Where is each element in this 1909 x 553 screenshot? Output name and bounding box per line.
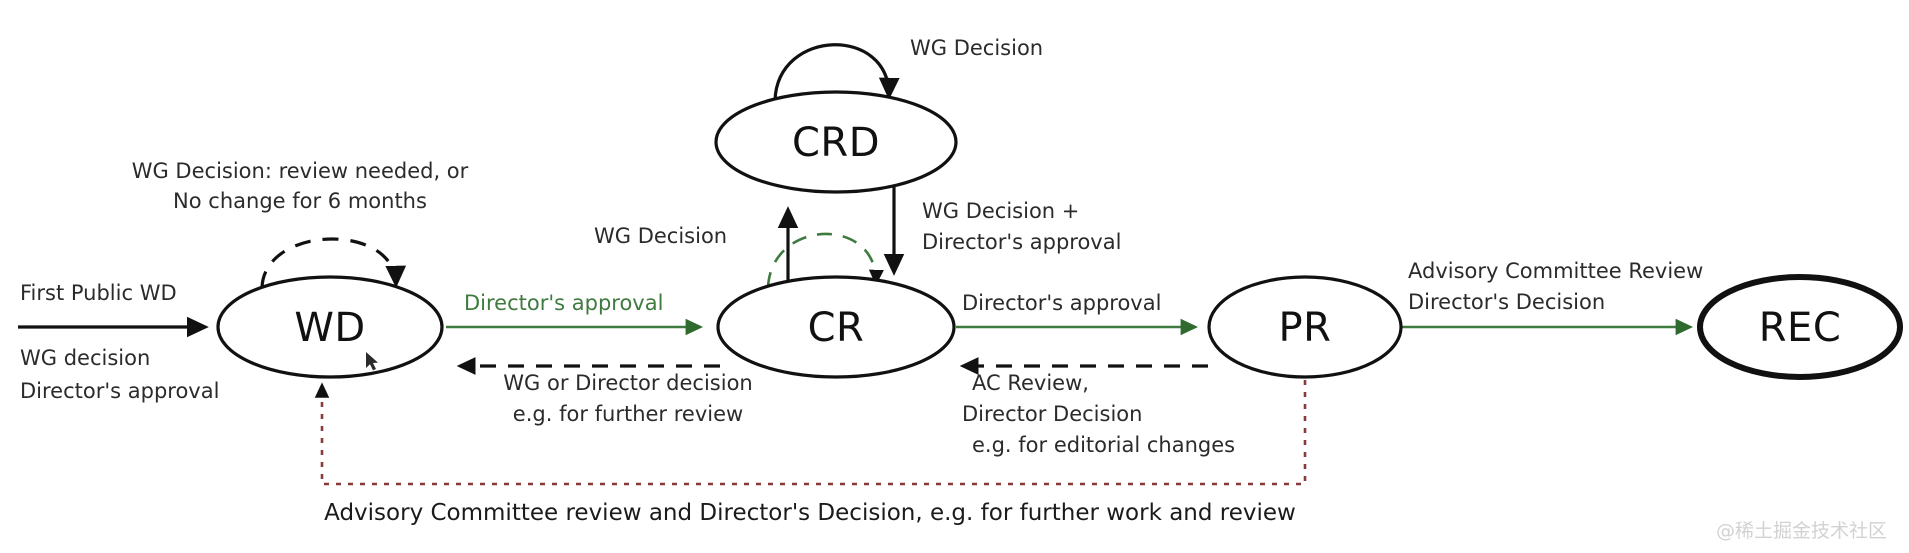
node-cr-label: CR xyxy=(808,305,865,351)
watermark: @稀土掘金技术社区 xyxy=(1715,520,1887,542)
node-wd-label: WD xyxy=(294,305,365,351)
label-cr-to-crd: WG Decision xyxy=(594,224,727,248)
node-crd[interactable]: CRD xyxy=(714,90,958,194)
edge-bottom-return-to-wd xyxy=(314,380,1307,486)
label-cr-to-wd-line1: WG or Director decision xyxy=(503,371,752,395)
label-wd-loop-line1: WG Decision: review needed, or xyxy=(132,159,469,183)
label-bottom-return: Advisory Committee review and Director's… xyxy=(324,500,1296,526)
label-entry-directors-approval: Director's approval xyxy=(20,379,219,403)
label-pr-to-cr-line2: Director Decision xyxy=(962,402,1142,426)
label-crd-to-cr-line1: WG Decision + xyxy=(922,199,1079,223)
label-entry-top: First Public WD xyxy=(20,281,177,305)
label-pr-to-cr-line3: e.g. for editorial changes xyxy=(972,433,1235,457)
node-wd[interactable]: WD xyxy=(216,275,444,379)
edge-crd-self-loop xyxy=(773,43,900,101)
label-cr-to-wd-line2: e.g. for further review xyxy=(513,402,743,426)
label-pr-to-rec-line1: Advisory Committee Review xyxy=(1408,259,1703,283)
label-wd-loop-line2: No change for 6 months xyxy=(173,189,427,213)
node-crd-label: CRD xyxy=(792,120,880,166)
node-pr[interactable]: PR xyxy=(1207,275,1403,379)
label-cr-to-pr: Director's approval xyxy=(962,291,1161,315)
label-entry-wg-decision: WG decision xyxy=(20,346,150,370)
mouse-cursor-icon xyxy=(366,352,378,371)
node-rec[interactable]: REC xyxy=(1697,274,1903,380)
label-pr-to-cr-line1: AC Review, xyxy=(972,371,1089,395)
label-pr-to-rec-line2: Director's Decision xyxy=(1408,290,1605,314)
edge-cr-self-loop xyxy=(766,232,884,288)
node-pr-label: PR xyxy=(1279,305,1332,351)
label-crd-to-cr-line2: Director's approval xyxy=(922,230,1121,254)
label-crd-self-loop: WG Decision xyxy=(910,36,1043,60)
edge-wd-self-loop xyxy=(260,237,407,288)
node-cr[interactable]: CR xyxy=(716,275,956,379)
label-wd-to-cr: Director's approval xyxy=(464,291,663,315)
node-rec-label: REC xyxy=(1759,305,1842,351)
